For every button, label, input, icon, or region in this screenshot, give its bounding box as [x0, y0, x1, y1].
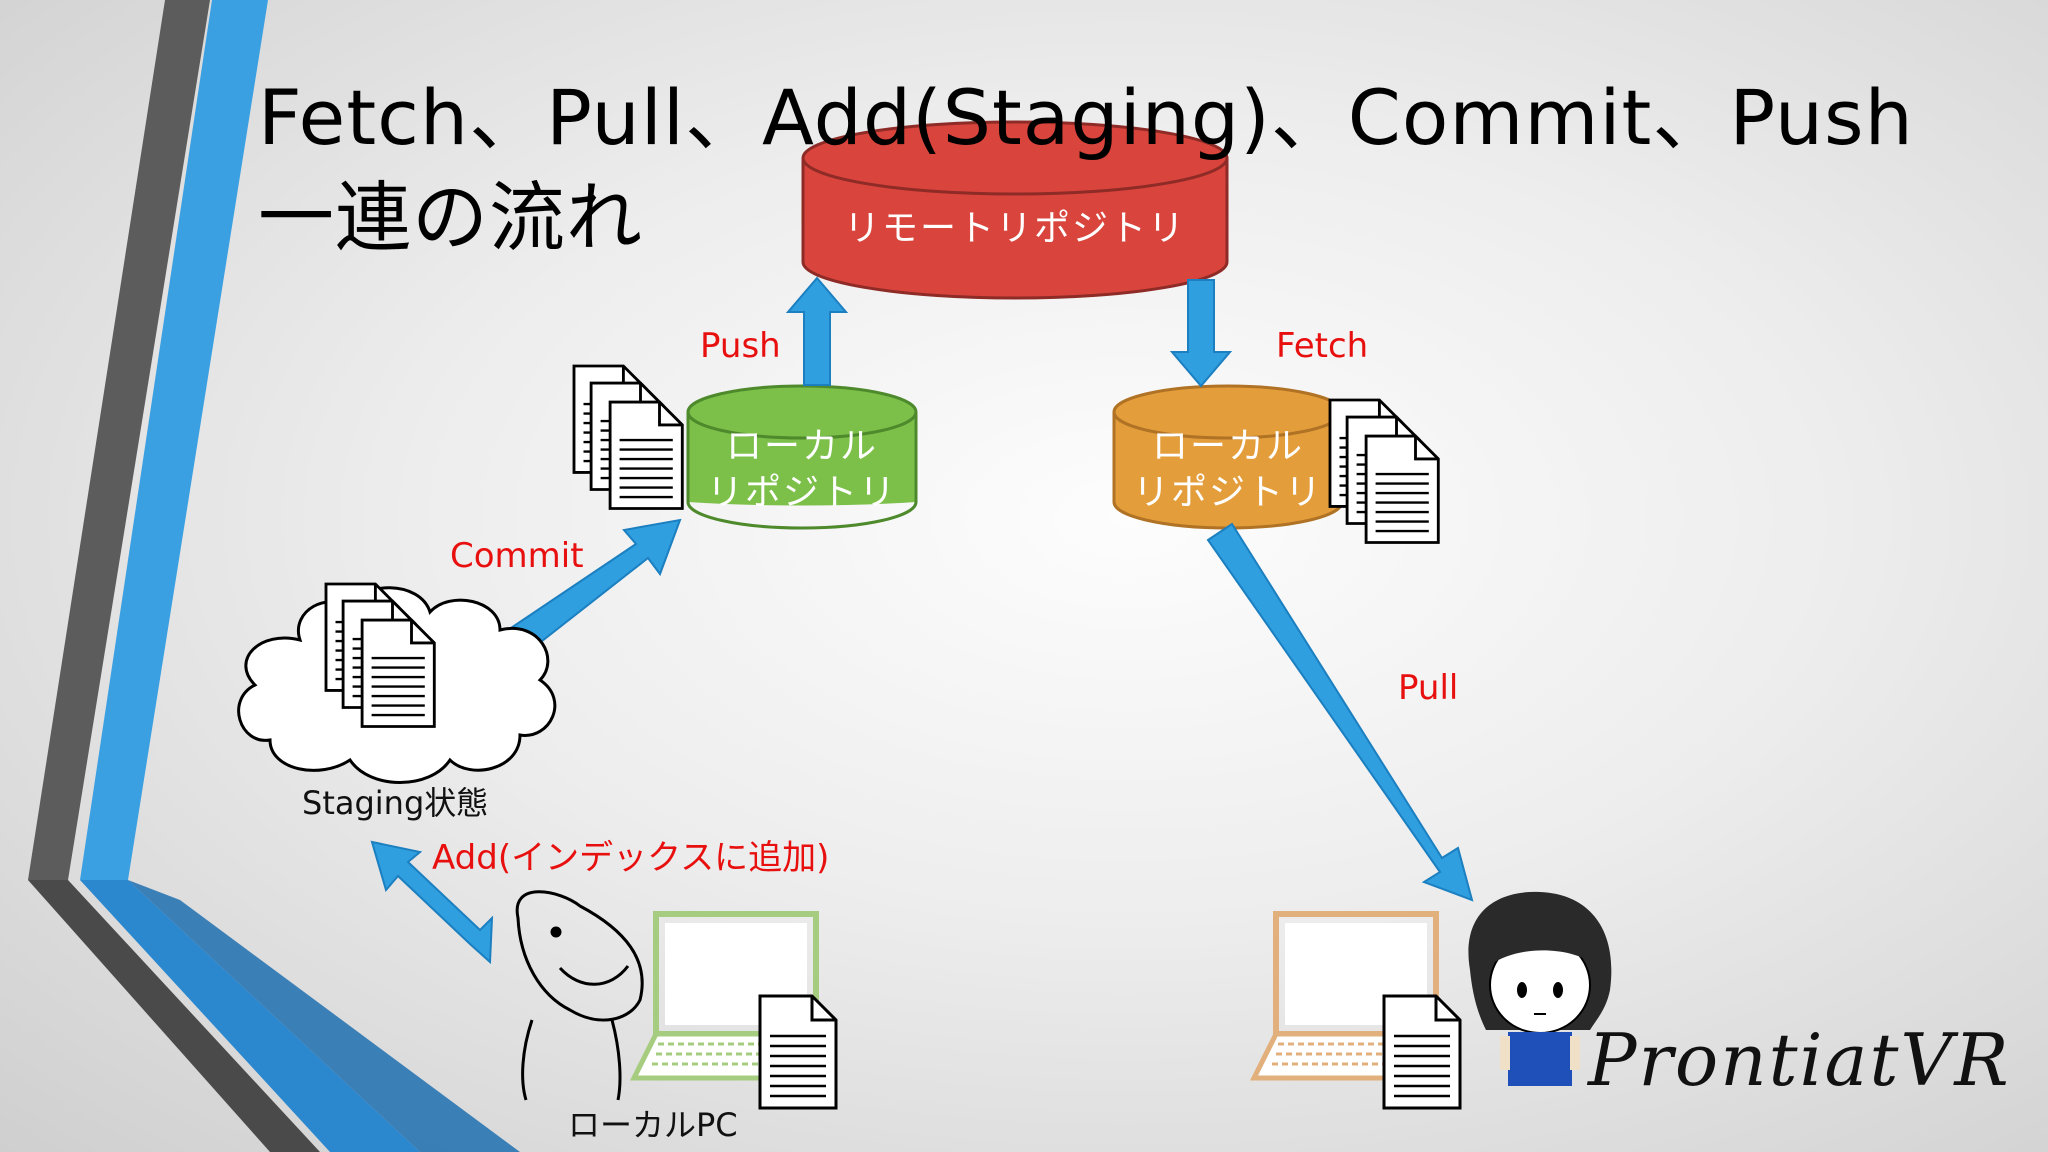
slide-title-line1: Fetch、Pull、Add(Staging)、Commit、Push [258, 73, 1914, 162]
brand-logo: ProntiatVR [1588, 1018, 2011, 1102]
staging-caption: Staging状態 [302, 784, 489, 822]
fetch-arrow [1169, 279, 1233, 388]
fetch-label: Fetch [1276, 326, 1369, 366]
document-icon [758, 994, 838, 1110]
document-icon [1382, 994, 1462, 1110]
push-label: Push [700, 326, 781, 366]
local-repo-left-label-line2: リポジトリ [706, 472, 897, 513]
document-stack-icon [574, 366, 682, 509]
add-label: Add(インデックスに追加) [432, 838, 830, 878]
person-icon [1468, 891, 1612, 1086]
local-repo-left-label: ローカル リポジトリ [688, 424, 916, 516]
local-repo-right-label-line2: リポジトリ [1132, 472, 1323, 513]
local-repo-left-label-line1: ローカル [725, 426, 878, 467]
remote-repo-label: リモートリポジトリ [843, 208, 1186, 249]
pull-arrow [1206, 522, 1474, 902]
local-repo-left-cylinder [686, 384, 918, 530]
left-decor-stripes [28, 0, 520, 1152]
add-arrow [370, 840, 494, 965]
local-pc-caption: ローカルPC [568, 1106, 738, 1144]
push-arrow [785, 276, 849, 386]
local-repo-right-label: ローカル リポジトリ [1114, 424, 1342, 516]
remote-repo-cylinder [801, 120, 1229, 300]
document-stack-icon [1330, 400, 1438, 543]
commit-label: Commit [450, 536, 584, 576]
commit-arrow [506, 518, 682, 654]
local-repo-right-label-line1: ローカル [1151, 426, 1304, 467]
slide-title-line2: 一連の流れ [258, 173, 643, 262]
pull-label: Pull [1398, 668, 1459, 708]
person-icon [515, 890, 644, 1101]
